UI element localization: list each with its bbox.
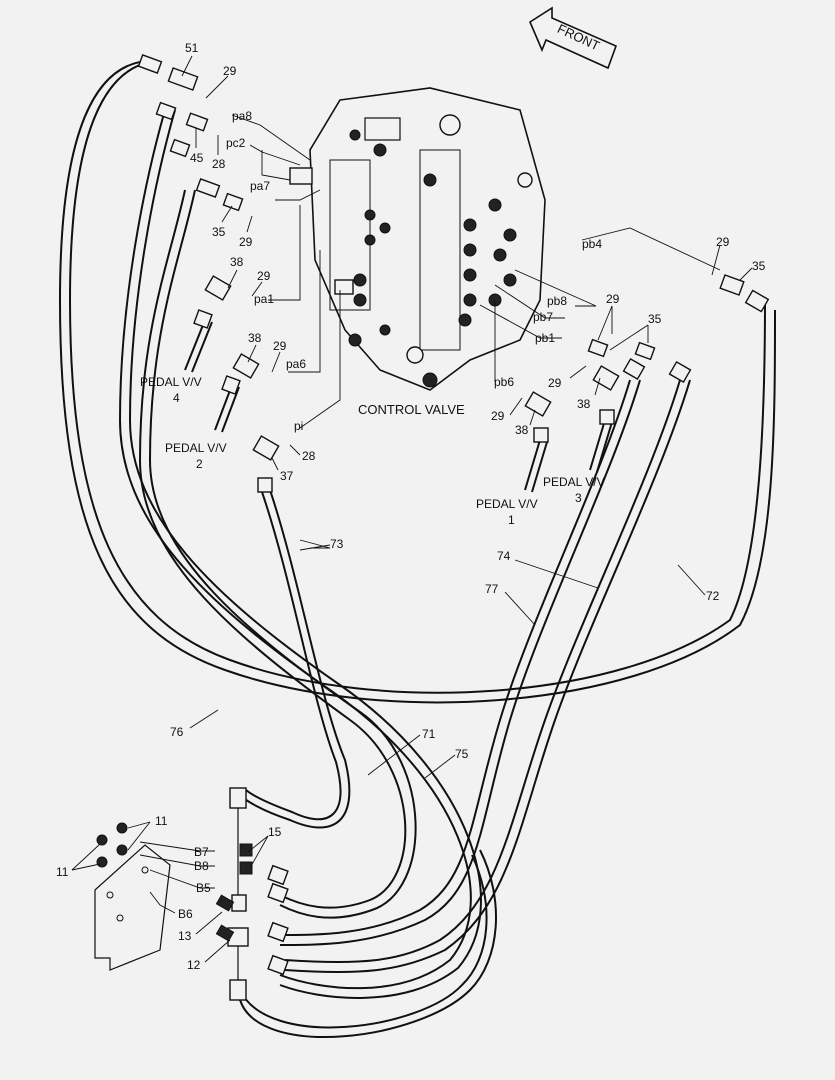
part-28-a: 28 xyxy=(212,157,226,171)
front-arrow: FRONT xyxy=(528,6,618,70)
part-12: 12 xyxy=(187,958,201,972)
part-38-b: 38 xyxy=(248,331,262,345)
control-valve-body xyxy=(289,87,546,391)
port-pb7: pb7 xyxy=(533,310,553,324)
port-B6: B6 xyxy=(178,907,193,921)
part-11-b: 11 xyxy=(56,865,69,879)
port-B7: B7 xyxy=(194,845,209,859)
port-pa8: pa8 xyxy=(232,109,252,123)
port-pa7: pa7 xyxy=(250,179,270,193)
part-29-g: 29 xyxy=(548,376,562,390)
hose-lines xyxy=(58,61,776,1038)
fittings xyxy=(94,54,770,1001)
part-74: 74 xyxy=(497,549,511,563)
part-35-a: 35 xyxy=(212,225,226,239)
part-45: 45 xyxy=(190,151,204,165)
part-28-b: 28 xyxy=(302,449,316,463)
pedal4-label-line1: PEDAL V/V xyxy=(140,375,202,389)
part-29-e: 29 xyxy=(716,235,730,249)
pedal3-label-line2: 3 xyxy=(575,491,582,505)
part-72: 72 xyxy=(706,589,720,603)
part-75: 75 xyxy=(455,747,469,761)
port-pi: pi xyxy=(294,419,303,433)
pedal2-label-line2: 2 xyxy=(196,457,203,471)
port-pb4: pb4 xyxy=(582,237,602,251)
part-77: 77 xyxy=(485,582,499,596)
part-73: 73 xyxy=(330,537,344,551)
pedal1-label-line1: PEDAL V/V xyxy=(476,497,538,511)
part-29-h: 29 xyxy=(491,409,505,423)
port-B5: B5 xyxy=(196,881,211,895)
part-15: 15 xyxy=(268,825,282,839)
pedal3-label-line1: PEDAL V/V xyxy=(543,475,605,489)
part-76: 76 xyxy=(170,725,184,739)
part-11-a: 11 xyxy=(155,814,168,828)
part-37: 37 xyxy=(280,469,294,483)
part-29-f: 29 xyxy=(606,292,620,306)
part-29-c: 29 xyxy=(257,269,271,283)
port-pc2: pc2 xyxy=(226,136,246,150)
part-35-c: 35 xyxy=(648,312,662,326)
pedal4-label-line2: 4 xyxy=(173,391,180,405)
labels: CONTROL VALVE PEDAL V/V 4 PEDAL V/V 2 PE… xyxy=(56,41,766,972)
control-valve-label: CONTROL VALVE xyxy=(358,402,465,417)
pedal1-label-line2: 1 xyxy=(508,513,515,527)
part-38-a: 38 xyxy=(230,255,244,269)
part-51: 51 xyxy=(185,41,199,55)
part-29-a: 29 xyxy=(223,64,237,78)
port-pa6: pa6 xyxy=(286,357,306,371)
port-pb1: pb1 xyxy=(535,331,555,345)
part-29-d: 29 xyxy=(273,339,287,353)
part-35-b: 35 xyxy=(752,259,766,273)
port-pb8: pb8 xyxy=(547,294,567,308)
part-38-d: 38 xyxy=(515,423,529,437)
part-29-b: 29 xyxy=(239,235,253,249)
leader-lines xyxy=(71,55,753,963)
part-71: 71 xyxy=(422,727,436,741)
part-13: 13 xyxy=(178,929,192,943)
port-pa1: pa1 xyxy=(254,292,274,306)
port-pb6: pb6 xyxy=(494,375,514,389)
part-38-c: 38 xyxy=(577,397,591,411)
pedal2-label-line1: PEDAL V/V xyxy=(165,441,227,455)
port-B8: B8 xyxy=(194,859,209,873)
